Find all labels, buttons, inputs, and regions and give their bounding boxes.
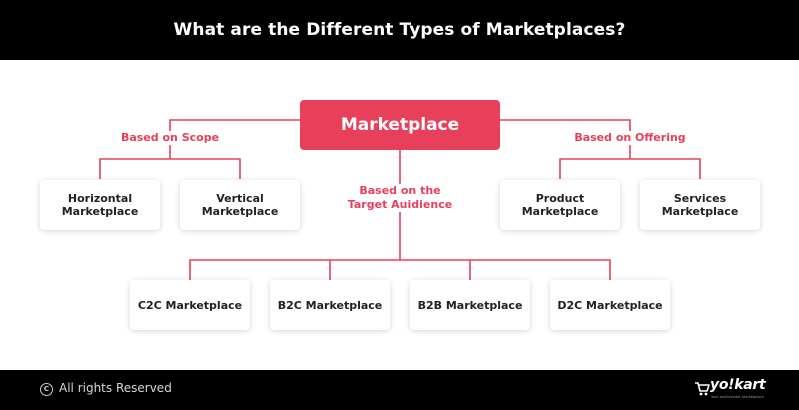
cart-logo-icon [695,382,710,396]
node-d2c-marketplace: D2C Marketplace [550,280,670,330]
node-horizontal-marketplace: Horizontal Marketplace [40,180,160,230]
root-node: Marketplace [300,100,500,150]
brand-name: yo!kart [710,377,766,393]
node-b2b-marketplace: B2B Marketplace [410,280,530,330]
branch-label-scope: Based on Scope [116,131,224,145]
branch-label-offering: Based on Offering [568,131,692,145]
page-footer [0,370,799,410]
node-product-marketplace: Product Marketplace [500,180,620,230]
connector-scope-children [99,158,241,179]
connector-offering-children [559,158,701,179]
brand-tagline: Your multivendor marketplace [711,395,764,399]
connector-root-scope [169,119,300,159]
connector-audience-children [189,259,611,280]
branch-label-audience: Based on the Target Auidience [345,184,455,212]
connector-root-offering [500,119,631,159]
copyright-text: All rights Reserved [59,381,172,395]
brand-logo: yo!kart Your multivendor marketplace [694,376,766,402]
node-vertical-marketplace: Vertical Marketplace [180,180,300,230]
copyright-icon: C [40,383,53,396]
page-title: What are the Different Types of Marketpl… [173,20,626,40]
node-c2c-marketplace: C2C Marketplace [130,280,250,330]
node-b2c-marketplace: B2C Marketplace [270,280,390,330]
node-services-marketplace: Services Marketplace [640,180,760,230]
page-header: What are the Different Types of Marketpl… [0,0,799,60]
